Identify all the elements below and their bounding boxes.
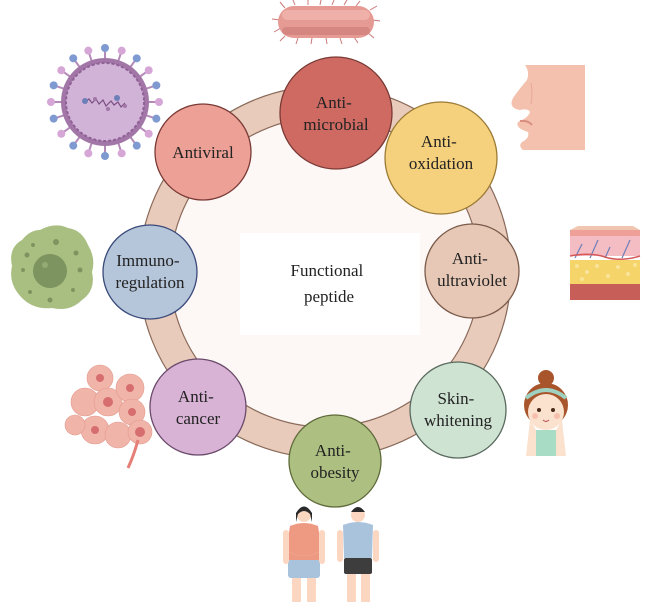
immune-cell-icon [11, 225, 94, 309]
virus-spike-head [101, 152, 109, 160]
tumor-cells-icon [64, 364, 153, 469]
obese-people-icon [283, 506, 379, 602]
node-anti-oxidation: Anti- oxidation [384, 101, 498, 215]
anti-oxidation-circle [384, 101, 498, 215]
node-label-line-1: Antiviral [172, 143, 234, 162]
svg-text:Anti- microbial: Anti- microbial [303, 93, 368, 134]
virus-spike-head [47, 98, 55, 106]
virus-spike-head [155, 98, 163, 106]
skin-layers-icon [569, 226, 641, 300]
node-antiviral: Antiviral [154, 103, 252, 201]
anti-ultraviolet-circle [424, 223, 520, 319]
svg-text:Anti- ultraviolet: Anti- ultraviolet [437, 249, 507, 290]
node-label-line-2: oxidation [409, 154, 474, 173]
virus-spike-head [84, 149, 93, 158]
node-label-line-1: Anti- [421, 132, 457, 151]
anti-obesity-circle [288, 414, 382, 508]
node-label-line-1: Anti- [315, 441, 351, 460]
virus-spike-head [49, 114, 58, 123]
virus-spike-head [132, 54, 141, 63]
node-anti-ultraviolet: Anti- ultraviolet [424, 223, 520, 319]
node-label-line-2: whitening [424, 411, 492, 430]
node-skin-whitening: Skin- whitening [409, 361, 507, 459]
svg-text:Anti- cancer: Anti- cancer [176, 387, 221, 428]
girl-face-icon [524, 370, 568, 456]
virus-spike-head [84, 46, 93, 55]
node-anti-cancer: Anti- cancer [149, 358, 247, 456]
virus-spike-head [69, 54, 78, 63]
svg-text:Skin- whitening: Skin- whitening [424, 389, 492, 430]
node-label-line-2: obesity [310, 463, 360, 482]
node-label-line-1: Anti- [316, 93, 352, 112]
center-label-line-2: peptide [304, 287, 354, 306]
skin-whitening-circle [409, 361, 507, 459]
virus-icon [47, 44, 163, 160]
virus-spike-head [144, 129, 153, 138]
node-immuno-regulation: Immuno- regulation [102, 224, 198, 320]
node-label-line-2: cancer [176, 409, 221, 428]
center-box [240, 233, 420, 335]
virus-spike-head [49, 81, 58, 90]
svg-text:Immuno- regulation: Immuno- regulation [116, 251, 185, 292]
center-label-line-1: Functional [291, 261, 364, 280]
node-label-line-1: Anti- [178, 387, 214, 406]
svg-text:Anti- oxidation: Anti- oxidation [409, 132, 474, 173]
anti-microbial-circle [279, 56, 393, 170]
svg-text:Antiviral: Antiviral [172, 143, 234, 162]
virus-spike-head [152, 81, 161, 90]
node-label-line-2: microbial [303, 115, 368, 134]
virus-spike-head [117, 46, 126, 55]
node-anti-microbial: Anti- microbial [279, 56, 393, 170]
node-label-line-1: Immuno- [116, 251, 180, 270]
center-label: Functional peptide [291, 261, 368, 306]
node-anti-obesity: Anti- obesity [288, 414, 382, 508]
virus-spike-head [144, 66, 153, 75]
immuno-regulation-circle [102, 224, 198, 320]
virus-spike-head [132, 141, 141, 150]
virus-spike-head [69, 141, 78, 150]
face-profile-icon [511, 65, 585, 150]
virus-spike-head [117, 149, 126, 158]
virus-spike-head [152, 114, 161, 123]
virus-spike-head [101, 44, 109, 52]
virus-spike-head [57, 66, 66, 75]
antiviral-circle [154, 103, 252, 201]
virus-spike-head [57, 129, 66, 138]
node-label-line-2: ultraviolet [437, 271, 507, 290]
bacterium-icon [271, 0, 381, 45]
node-label-line-1: Anti- [452, 249, 488, 268]
node-label-line-2: regulation [116, 273, 185, 292]
anti-cancer-circle [149, 358, 247, 456]
node-label-line-1: Skin- [437, 389, 474, 408]
svg-text:Anti- obesity: Anti- obesity [310, 441, 360, 482]
